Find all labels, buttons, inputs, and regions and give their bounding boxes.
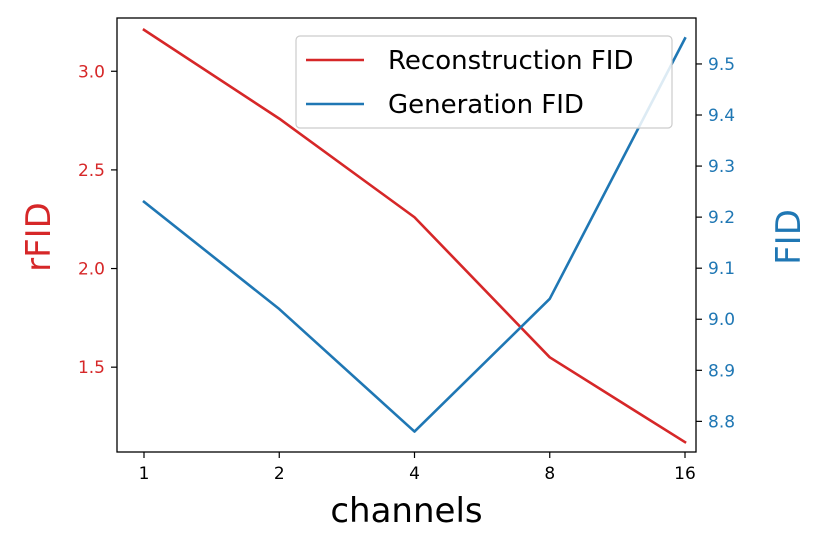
legend: Reconstruction FID Generation FID [295,35,673,129]
left-y-tick-label: 1.5 [78,358,105,378]
left-y-tick-label: 2.5 [78,161,105,181]
x-tick-label: 8 [544,464,555,484]
x-tick-label: 16 [674,464,696,484]
series-line-reconstruction-fid [142,28,687,444]
right-y-axis-label: FID [769,209,809,265]
right-y-tick-label: 9.2 [708,208,735,228]
legend-label: Generation FID [388,90,584,120]
right-y-tick-label: 9.1 [708,259,735,279]
left-y-tick-label: 3.0 [78,62,105,82]
right-y-tick-label: 8.9 [708,361,735,381]
x-tick-label: 2 [274,464,285,484]
right-y-tick-label: 9.4 [708,106,735,126]
right-y-tick-label: 9.5 [708,55,735,75]
plot-frame [116,17,697,453]
x-axis-label: channels [330,491,482,531]
left-y-tick-label: 2.0 [78,260,105,280]
series-line-generation-fid [142,36,687,433]
right-y-tick-label: 9.0 [708,310,735,330]
axes-layer: 1 2 4 8 16 channels 1.5 2.0 2.5 3.0 rFID 8.8 8.9 9.0 9… [19,55,809,531]
legend-box [295,35,673,129]
right-y-tick-label: 9.3 [708,157,735,177]
series-layer [142,28,687,444]
legend-label: Reconstruction FID [388,46,634,76]
x-tick-label: 4 [409,464,420,484]
left-y-axis-label: rFID [19,202,59,272]
right-y-tick-label: 8.8 [708,412,735,432]
x-tick-label: 1 [139,464,150,484]
